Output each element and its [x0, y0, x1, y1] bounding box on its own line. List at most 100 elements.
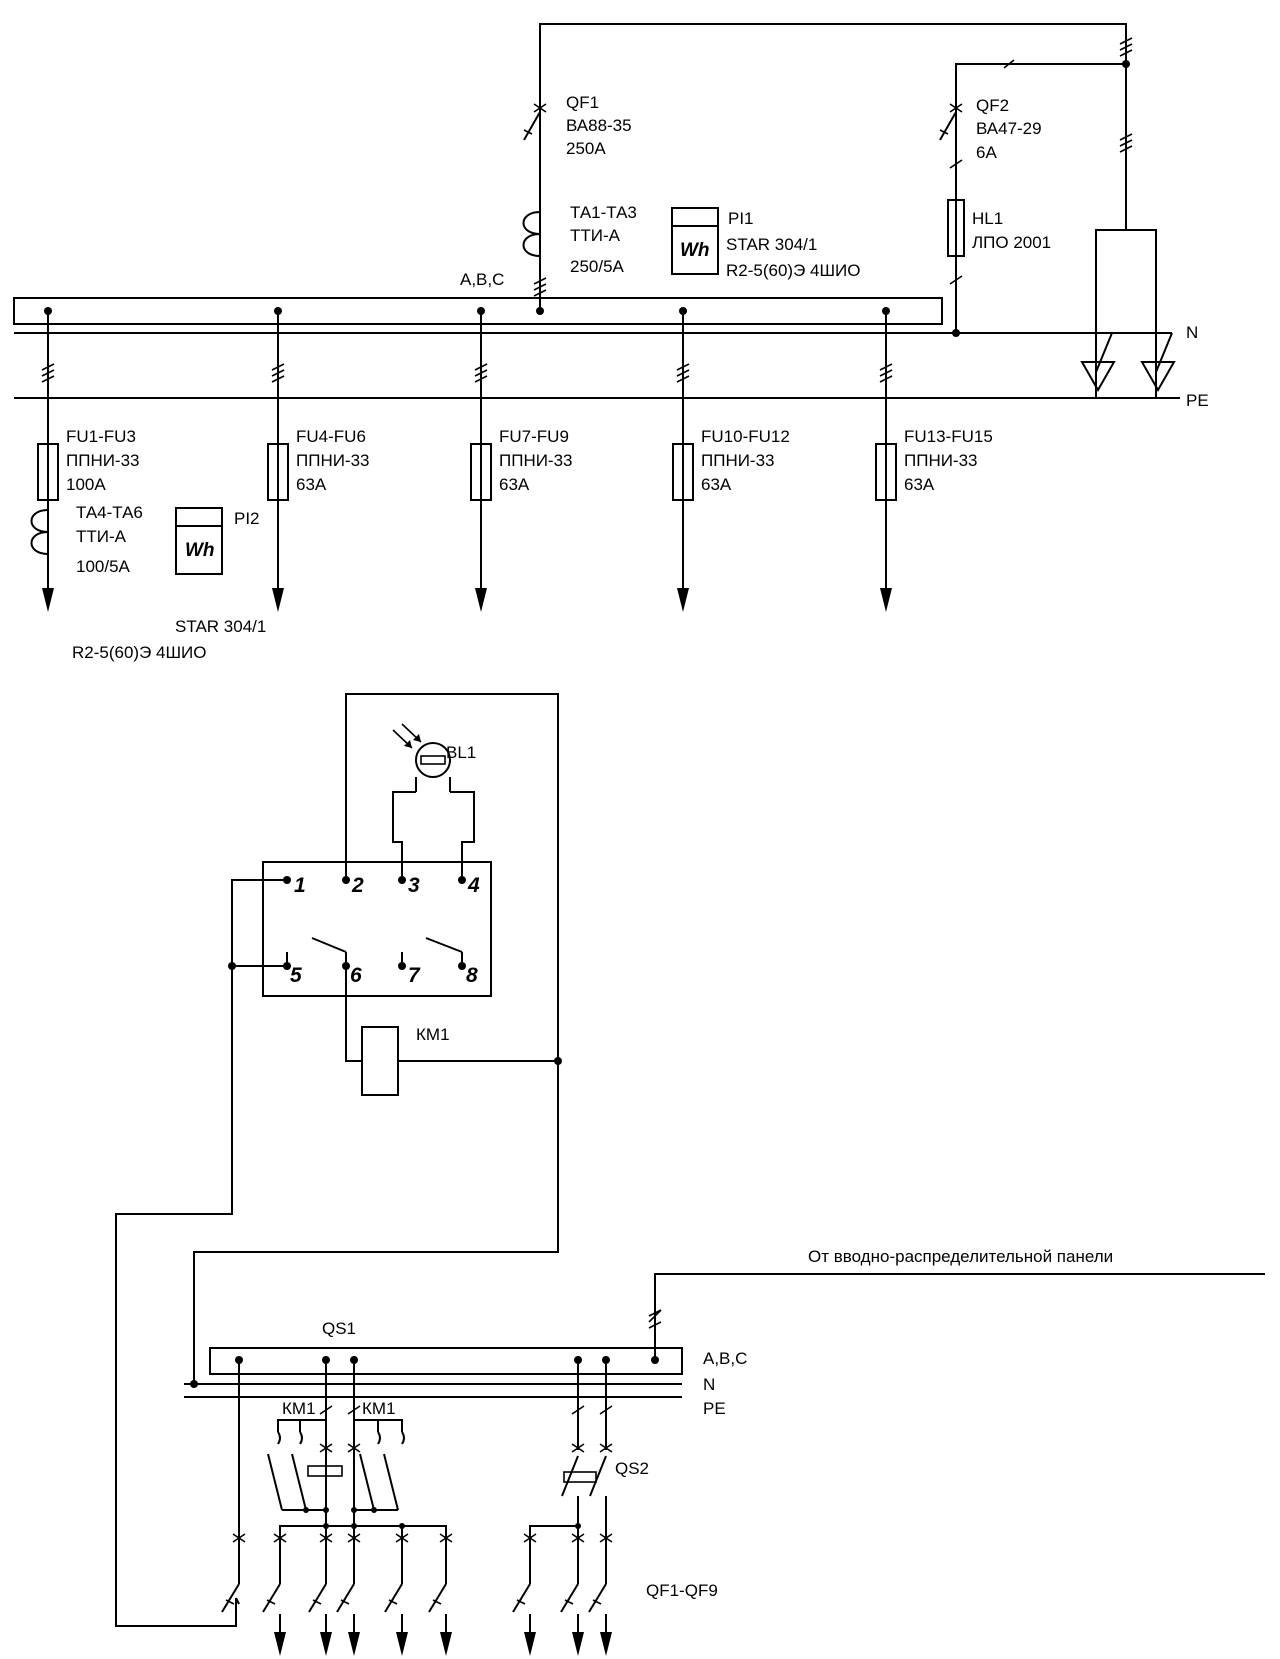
junction-dot — [651, 1356, 659, 1364]
feeder-1-fu: FU1-FU3 — [66, 427, 136, 446]
feeder-4-fu: FU10-FU12 — [701, 427, 790, 446]
ta1-type: ТТИ-А — [570, 226, 621, 245]
source-line — [654, 1273, 1265, 1360]
feeder-1-rating: 100А — [66, 475, 106, 494]
supply-tick-marks — [1003, 37, 1133, 153]
pi1-spec: R2-5(60)Э 4ШИО — [726, 261, 861, 280]
km1-right-label: КМ1 — [362, 1399, 396, 1418]
pi1-meter: STAR 304/1 — [726, 235, 817, 254]
ta4-ratio: 100/5А — [76, 557, 131, 576]
ta4-type: ТТИ-А — [76, 527, 127, 546]
feeder-tick-marks — [232, 1533, 613, 1543]
km1-output-bar-left — [279, 1525, 354, 1584]
km1-left-label: КМ1 — [282, 1399, 316, 1418]
feeder-5 — [875, 307, 897, 612]
junction-dot — [536, 307, 544, 315]
bus-label-abc: A,B,C — [460, 270, 504, 289]
km1-right-contactor — [347, 1360, 405, 1526]
ta1-ratio: 250/5А — [570, 257, 625, 276]
feeder-4-type: ППНИ-33 — [701, 451, 775, 470]
ta1-tick-marks — [533, 277, 547, 297]
terminal-dot — [458, 876, 466, 884]
terminal-5: 5 — [290, 964, 302, 987]
feeder-2-rating: 63А — [296, 475, 327, 494]
km1-coil — [361, 1026, 399, 1096]
junction-dot — [952, 329, 960, 337]
neutral-label-2: N — [703, 1375, 715, 1394]
control-wire-l — [345, 693, 559, 1061]
qf2-branch-line — [955, 63, 1126, 333]
hl1-lamp — [947, 199, 965, 257]
bl1-label: BL1 — [446, 743, 476, 762]
pi2-wh-symbol: Wh — [185, 540, 215, 561]
feeder-4 — [672, 307, 694, 612]
junction-dot — [399, 1523, 405, 1529]
supply-line — [539, 23, 1127, 311]
feeder-4-rating: 63А — [701, 475, 732, 494]
source-label: От вводно-распределительной панели — [808, 1247, 1113, 1266]
surge-arrester-block — [1080, 229, 1176, 398]
control-wire-n — [193, 1061, 559, 1384]
pi2-spec: R2-5(60)Э 4ШИО — [72, 643, 207, 662]
feeder-1 — [30, 307, 59, 612]
ta1-transformer-coil — [522, 211, 541, 257]
qf1-type: ВА88-35 — [566, 116, 632, 135]
qs2-label: QS2 — [615, 1459, 649, 1478]
hl1-id: HL1 — [972, 209, 1003, 228]
feeder-5-fu: FU13-FU15 — [904, 427, 993, 446]
feeder-2-fu: FU4-FU6 — [296, 427, 366, 446]
control-section: BL1 1 2 3 4 5 6 7 8 — [115, 693, 562, 1627]
qf1-rating: 250А — [566, 139, 606, 158]
bl1-photosensor — [392, 723, 475, 880]
pe-label: PE — [1186, 391, 1209, 410]
terminal-dot — [398, 876, 406, 884]
photo-relay-block — [262, 861, 492, 997]
km1-coil-label: КМ1 — [416, 1025, 450, 1044]
km1-left-contactor — [267, 1360, 343, 1514]
junction-dot — [351, 1523, 357, 1529]
qf2-tick-mark — [949, 275, 963, 285]
junction-dot — [323, 1523, 329, 1529]
pi2-energy-meter: Wh — [175, 507, 223, 575]
km1-output-bar-right — [354, 1525, 447, 1584]
feeder-3-rating: 63А — [499, 475, 530, 494]
feeder-5-rating: 63А — [904, 475, 935, 494]
qf2-breaker — [939, 103, 963, 169]
busbar-abc-2 — [209, 1347, 683, 1375]
feeder-5-type: ППНИ-33 — [904, 451, 978, 470]
pi2-id: PI2 — [234, 509, 260, 528]
qs2-switch — [529, 1360, 613, 1584]
feeder-3-fu: FU7-FU9 — [499, 427, 569, 446]
ta4-id: ТА4-ТА6 — [76, 503, 143, 522]
control-wire-terminal-1 — [115, 879, 287, 1627]
ta1-id: ТА1-ТА3 — [570, 203, 637, 222]
feeder-2 — [267, 307, 289, 612]
bottom-distribution-section: От вводно-распределительной панели QS1 A… — [184, 1247, 1265, 1656]
source-tick-marks — [648, 1309, 662, 1329]
qf2-type: ВА47-29 — [976, 119, 1042, 138]
qf1-id: QF1 — [566, 93, 599, 112]
qf2-id: QF2 — [976, 96, 1009, 115]
relay-contact-5-6 — [286, 937, 347, 966]
pi1-energy-meter: Wh — [671, 207, 719, 275]
control-wire-terminal-6 — [345, 966, 362, 1062]
junction-dot — [228, 962, 236, 970]
terminal-4: 4 — [467, 874, 480, 897]
bus2-label-abc: A,B,C — [703, 1349, 747, 1368]
feeder-1-type: ППНИ-33 — [66, 451, 140, 470]
pi1-wh-symbol: Wh — [680, 240, 710, 261]
pi2-meter: STAR 304/1 — [175, 617, 266, 636]
terminal-8: 8 — [466, 964, 478, 987]
feeder-3-type: ППНИ-33 — [499, 451, 573, 470]
qf-group-label: QF1-QF9 — [646, 1581, 718, 1600]
terminal-2: 2 — [351, 874, 364, 897]
pe-label-2: PE — [703, 1399, 726, 1418]
qf1-qf9-breakers — [221, 1583, 612, 1656]
qf2-rating: 6А — [976, 143, 997, 162]
pi1-id: PI1 — [728, 209, 754, 228]
terminal-3: 3 — [408, 874, 420, 897]
terminal-6: 6 — [350, 964, 362, 987]
neutral-label: N — [1186, 323, 1198, 342]
qs1-label: QS1 — [322, 1319, 356, 1338]
